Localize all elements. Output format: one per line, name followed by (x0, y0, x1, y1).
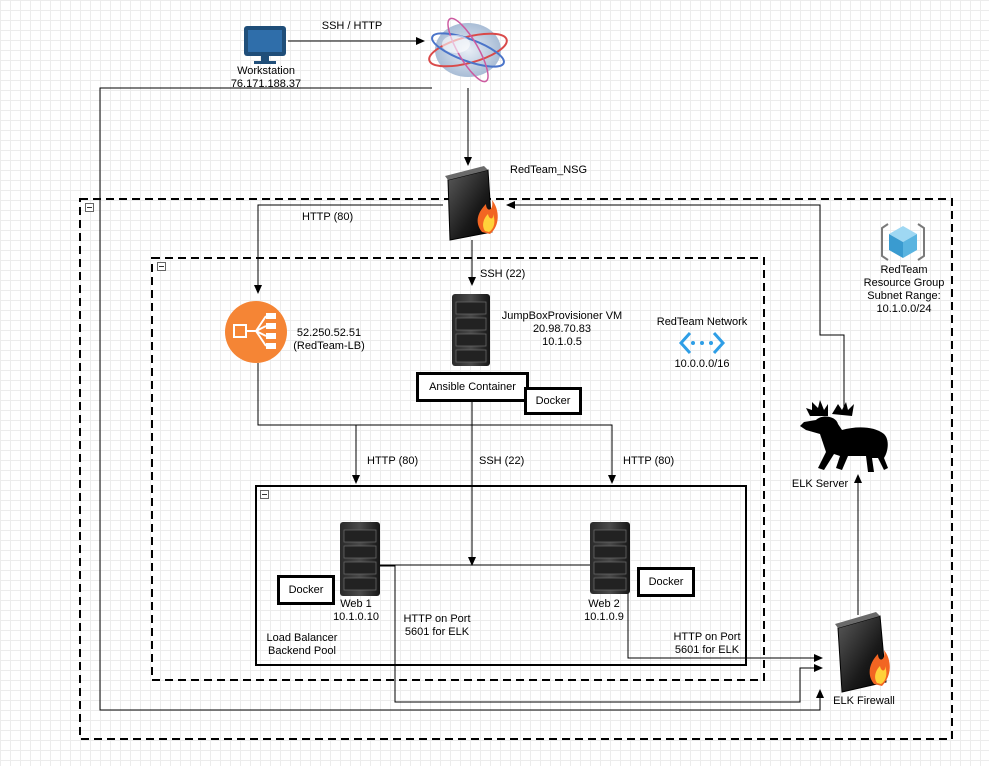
network-boundary (151, 257, 765, 681)
virtual-network-icon (678, 331, 726, 355)
web2-label: Web 2 10.1.0.9 (576, 598, 632, 624)
web1-label: Web 1 10.1.0.10 (328, 598, 384, 624)
edge-web1-elk-firewall (380, 565, 823, 703)
resource-group-line4: 10.1.0.0/24 (876, 303, 932, 315)
network-range: 10.0.0.0/16 (674, 358, 730, 370)
jumpbox-public-ip: 20.98.70.83 (532, 323, 592, 335)
web1-server-icon (340, 522, 380, 596)
workstation-ip: 76.171.188.37 (230, 78, 302, 90)
jumpbox-name: JumpBoxProvisioner VM (501, 310, 623, 322)
collapse-pool-icon[interactable] (260, 490, 269, 499)
network-name: RedTeam Network (656, 316, 748, 328)
workstation-label: Workstation 76.171.188.37 (214, 65, 318, 91)
web1-docker-box: Docker (277, 575, 335, 605)
jumpbox-private-ip: 10.1.0.5 (542, 336, 582, 348)
edge-label-ssh-web: SSH (22) (479, 455, 525, 467)
internet-globe-icon (428, 17, 508, 83)
web1-name: Web 1 (340, 598, 372, 610)
backend-pool-line2: Backend Pool (268, 645, 336, 657)
jumpbox-server-icon (452, 294, 490, 366)
collapse-resource-group-icon[interactable] (85, 203, 94, 212)
resource-group-boundary (79, 198, 953, 740)
jumpbox-docker-box: Docker (524, 387, 582, 415)
load-balancer-ip: 52.250.52.51 (296, 327, 362, 339)
load-balancer-label: 52.250.52.51 (RedTeam-LB) (292, 327, 366, 353)
nsg-label: RedTeam_NSG (510, 164, 588, 176)
load-balancer-icon (225, 301, 287, 363)
workstation-name: Workstation (237, 65, 295, 77)
resource-group-line1: RedTeam (880, 264, 928, 276)
monitor-icon (244, 26, 286, 64)
resource-group-icon (881, 223, 925, 261)
jumpbox-label: JumpBoxProvisioner VM 20.98.70.83 10.1.0… (500, 310, 624, 349)
edge-label-ssh-jumpbox: SSH (22) (480, 268, 526, 280)
edge-lb-web2 (258, 424, 616, 484)
backend-pool-line1: Load Balancer (266, 632, 338, 644)
edge-lb-web1 (257, 363, 360, 484)
web2-ip: 10.1.0.9 (584, 611, 624, 623)
edge-label-http-web2: HTTP (80) (623, 455, 675, 467)
load-balancer-name: (RedTeam-LB) (293, 340, 365, 352)
backend-pool-label: Load Balancer Backend Pool (262, 632, 342, 658)
connectors (99, 37, 862, 711)
edge-label-web2-elk-line1: HTTP on Port (673, 631, 741, 643)
firewall-icon (445, 166, 498, 241)
edge-label-web2-elk-line2: 5601 for ELK (674, 644, 740, 656)
edge-label-http-web1: HTTP (80) (367, 455, 419, 467)
edge-nsg-lb (254, 204, 443, 294)
edge-elk-server-nsg (506, 201, 845, 408)
collapse-network-icon[interactable] (157, 262, 166, 271)
edge-label-http-lb: HTTP (80) (302, 211, 354, 223)
elk-firewall-label: ELK Firewall (833, 695, 895, 707)
web2-name: Web 2 (588, 598, 620, 610)
ansible-container-box: Ansible Container (416, 372, 529, 402)
edge-web2-elk-firewall (627, 592, 823, 662)
edge-label-web1-elk: HTTP on Port 5601 for ELK (398, 613, 476, 639)
edge-label-web2-elk: HTTP on Port 5601 for ELK (668, 631, 746, 657)
resource-group-line3: Subnet Range: (867, 290, 941, 302)
elk-firewall-icon (835, 612, 890, 693)
web1-ip: 10.1.0.10 (333, 611, 379, 623)
edge-workstation-elk-firewall (99, 87, 824, 711)
backend-pool-boundary (255, 485, 747, 666)
edge-label-ssh-http: SSH / HTTP (321, 20, 383, 32)
edge-label-web1-elk-line1: HTTP on Port (403, 613, 471, 625)
resource-group-line2: Resource Group (863, 277, 945, 289)
web2-server-icon (590, 522, 630, 594)
web2-docker-box: Docker (637, 567, 695, 597)
elk-moose-icon (800, 400, 888, 472)
resource-group-label: RedTeam Resource Group Subnet Range: 10.… (856, 264, 952, 316)
edge-label-web1-elk-line2: 5601 for ELK (404, 626, 470, 638)
elk-server-label: ELK Server (791, 478, 849, 490)
